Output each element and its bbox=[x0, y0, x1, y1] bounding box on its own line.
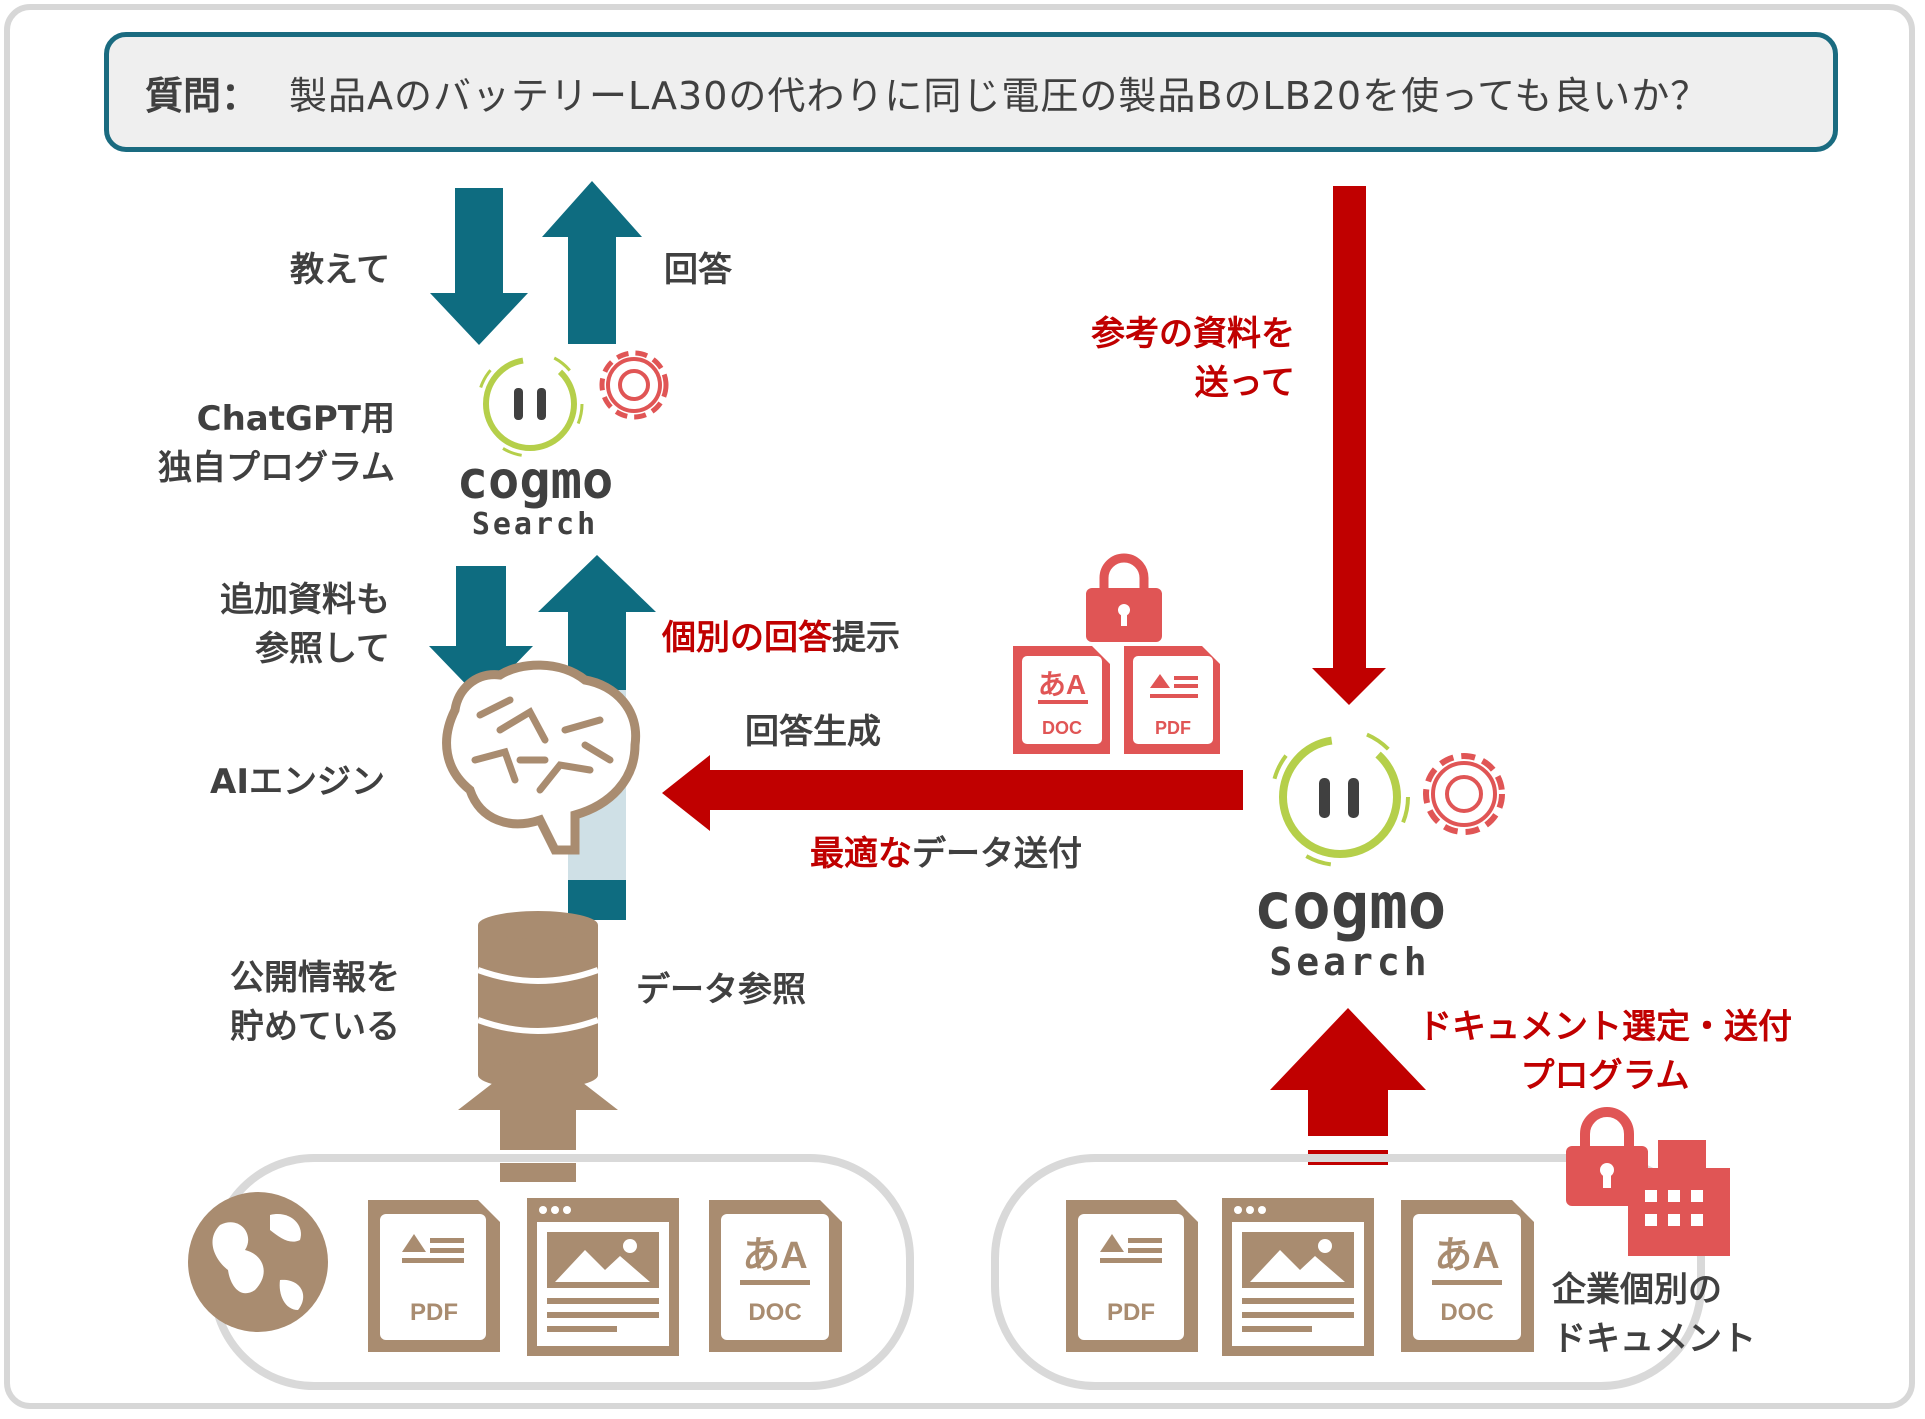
right-doc-kana-label: あA bbox=[1434, 1235, 1499, 1277]
right-browser-window-icon bbox=[1222, 1198, 1374, 1356]
data-ref-label: データ参照 bbox=[636, 970, 806, 1010]
send-docs-line1: 参考の資料を bbox=[1091, 314, 1295, 354]
send-docs-line2: 送って bbox=[1194, 363, 1295, 403]
send-docs-label: 参考の資料を 送って bbox=[1020, 310, 1295, 408]
answer-up-arrow-icon bbox=[542, 181, 642, 344]
right-doc-file-icon bbox=[1401, 1200, 1534, 1352]
answer-gen-label: 回答生成 bbox=[745, 712, 881, 752]
question-text: 製品AのバッテリーLA30の代わりに同じ電圧の製品BのLB20を使っても良いか？ bbox=[289, 73, 1710, 118]
optimal-data-red: 最適な bbox=[810, 834, 912, 874]
optimal-data-rest: データ送付 bbox=[912, 834, 1082, 874]
ask-down-arrow-icon bbox=[430, 188, 528, 345]
add-docs-line2: 参照して bbox=[255, 629, 390, 669]
individual-answer-rest: 提示 bbox=[832, 618, 900, 658]
individual-answer-label: 個別の回答提示 bbox=[662, 614, 900, 663]
public-info-line2: 貯めている bbox=[230, 1007, 400, 1047]
left-cogmo-sub: Search bbox=[471, 507, 599, 542]
company-docs-line2: ドキュメント bbox=[1552, 1319, 1756, 1359]
doc-select-label: ドキュメント選定・送付 プログラム bbox=[1400, 1003, 1810, 1101]
public-info-label: 公開情報を 貯めている bbox=[200, 954, 400, 1052]
middle-doc-file-icon bbox=[1013, 646, 1110, 754]
question-box: 質問： 製品AのバッテリーLA30の代わりに同じ電圧の製品BのLB20を使っても… bbox=[104, 32, 1838, 152]
company-docs-line1: 企業個別の bbox=[1552, 1270, 1722, 1310]
company-docs-label: 企業個別の ドキュメント bbox=[1552, 1266, 1756, 1364]
globe-icon bbox=[188, 1192, 328, 1332]
add-docs-label: 追加資料も 参照して bbox=[180, 576, 390, 674]
send-docs-down-arrow-icon bbox=[1312, 186, 1386, 705]
optimal-data-label: 最適なデータ送付 bbox=[810, 830, 1082, 879]
doc-select-line2: プログラム bbox=[1520, 1056, 1690, 1096]
ai-engine-label: AIエンジン bbox=[210, 762, 385, 802]
middle-pdf-label: PDF bbox=[1155, 718, 1191, 738]
answer-label: 回答 bbox=[664, 250, 732, 290]
right-cogmo-sub: Search bbox=[1269, 940, 1431, 984]
right-gear-icon bbox=[1423, 753, 1505, 835]
right-cogmo-wordmark: cogmo Search bbox=[1220, 875, 1480, 985]
program-label-line2: 独自プログラム bbox=[158, 448, 395, 488]
left-browser-window-icon bbox=[527, 1198, 679, 1356]
right-pdf-label: PDF bbox=[1107, 1299, 1155, 1326]
program-label-line1: ChatGPT用 bbox=[196, 399, 395, 439]
question-label: 質問： bbox=[145, 73, 260, 118]
add-docs-line1: 追加資料も bbox=[220, 580, 390, 620]
left-doc-label: DOC bbox=[748, 1299, 801, 1326]
left-cogmo-wordmark: cogmo Search bbox=[430, 455, 640, 543]
middle-lock-icon bbox=[1086, 553, 1162, 642]
building-icon bbox=[1628, 1140, 1730, 1256]
right-pdf-file-icon bbox=[1066, 1200, 1198, 1352]
program-label: ChatGPT用 独自プログラム bbox=[140, 395, 395, 493]
left-doc-kana-label: あA bbox=[742, 1235, 807, 1277]
left-cogmo-logo-icon bbox=[476, 350, 584, 458]
left-pdf-file-icon bbox=[368, 1200, 500, 1352]
ask-label: 教えて bbox=[290, 250, 391, 290]
individual-answer-red: 個別の回答 bbox=[662, 618, 832, 658]
right-doc-label: DOC bbox=[1440, 1299, 1493, 1326]
left-pdf-label: PDF bbox=[410, 1299, 458, 1326]
company-lock-icon bbox=[1566, 1107, 1648, 1206]
brain-icon bbox=[442, 660, 641, 855]
right-cogmo-logo-icon bbox=[1270, 727, 1410, 867]
company-docs-container bbox=[991, 1154, 1705, 1390]
doc-select-up-arrow-icon bbox=[1270, 1008, 1426, 1165]
middle-doc-kana-label: あA bbox=[1038, 669, 1086, 700]
left-doc-file-icon bbox=[709, 1200, 842, 1352]
doc-select-line1: ドキュメント選定・送付 bbox=[1418, 1007, 1792, 1047]
left-cogmo-word: cogmo bbox=[456, 451, 614, 511]
right-cogmo-word: cogmo bbox=[1253, 870, 1447, 944]
middle-doc-label: DOC bbox=[1042, 718, 1082, 738]
optimal-data-left-arrow-icon bbox=[662, 755, 1243, 831]
left-gear-icon bbox=[599, 350, 669, 420]
middle-pdf-file-icon bbox=[1124, 646, 1220, 754]
public-info-line1: 公開情報を bbox=[230, 958, 400, 998]
